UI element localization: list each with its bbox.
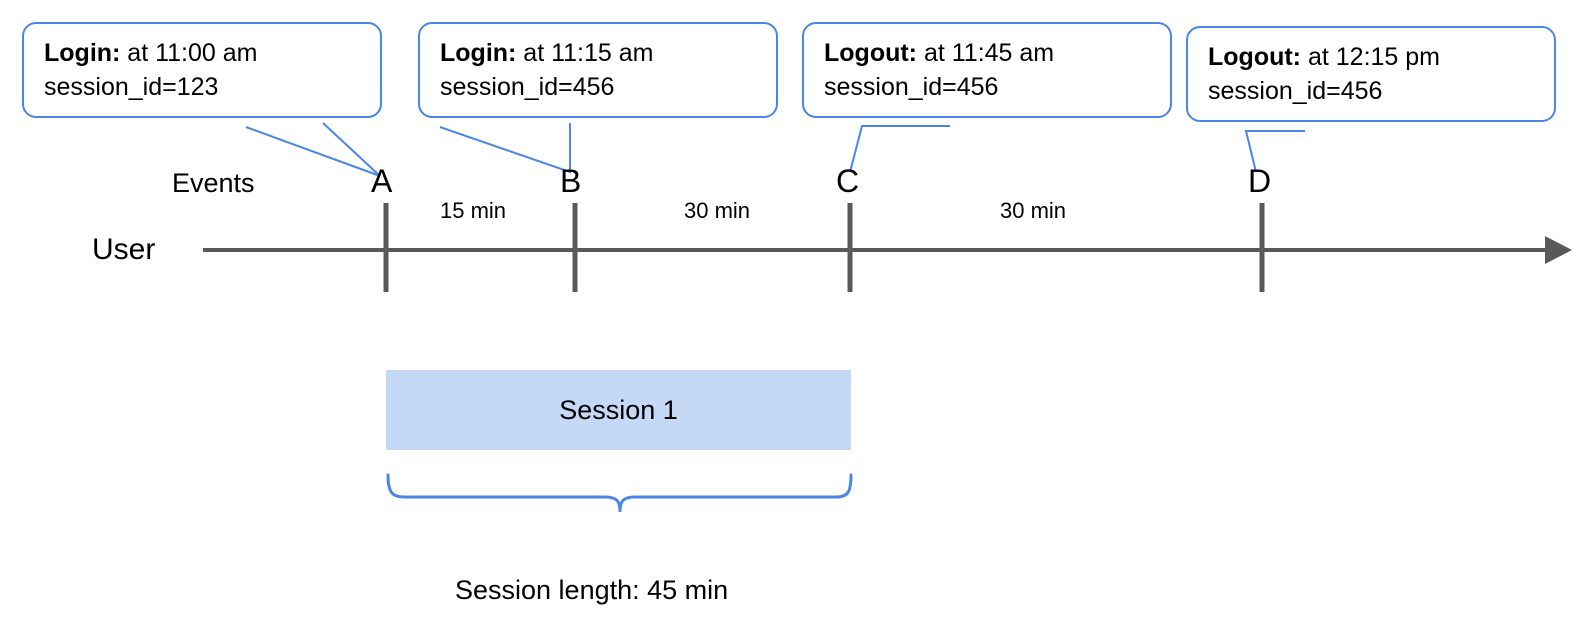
callout-c-time: at 11:45 am bbox=[917, 39, 1055, 67]
callout-b-line1: Login: at 11:15 am bbox=[440, 39, 653, 67]
event-letter-c: C bbox=[836, 163, 860, 199]
timeline-arrowhead bbox=[1545, 236, 1572, 264]
callout-d-label: Logout: bbox=[1208, 43, 1302, 71]
interval-label-c-d: 30 min bbox=[1000, 198, 1067, 223]
row-label-user: User bbox=[92, 233, 156, 266]
callout-b-label: Login: bbox=[440, 39, 517, 67]
session-length-caption: Session length: 45 min bbox=[455, 575, 729, 605]
callout-a-time: at 11:00 am bbox=[120, 39, 258, 67]
callout-c: Logout: at 11:45 am session_id=456 bbox=[802, 22, 1172, 118]
event-letter-a: A bbox=[371, 163, 393, 199]
callout-tail-a bbox=[245, 122, 381, 177]
callout-a-detail: session_id=123 bbox=[44, 73, 219, 101]
event-letter-b: B bbox=[560, 163, 582, 199]
callout-tail-c bbox=[849, 125, 950, 173]
callout-c-label: Logout: bbox=[824, 39, 918, 67]
callout-b-time: at 11:15 am bbox=[516, 39, 654, 67]
session-brace bbox=[386, 473, 853, 513]
callout-c-detail: session_id=456 bbox=[824, 73, 999, 101]
callout-d: Logout: at 12:15 pm session_id=456 bbox=[1186, 26, 1556, 122]
callout-d-time: at 12:15 pm bbox=[1301, 43, 1440, 71]
callout-a-label: Login: bbox=[44, 39, 121, 67]
callout-a: Login: at 11:00 am session_id=123 bbox=[22, 22, 382, 118]
row-label-events: Events bbox=[172, 168, 255, 198]
callout-c-line1: Logout: at 11:45 am bbox=[824, 39, 1054, 67]
callout-a-line1: Login: at 11:00 am bbox=[44, 39, 257, 67]
callout-tail-b bbox=[439, 123, 571, 174]
event-letter-d: D bbox=[1248, 163, 1272, 199]
callout-tail-d bbox=[1244, 130, 1305, 173]
interval-label-a-b: 15 min bbox=[440, 198, 507, 223]
session-bar: Session 1 bbox=[386, 370, 851, 450]
callout-d-line1: Logout: at 12:15 pm bbox=[1208, 43, 1440, 71]
interval-label-b-c: 30 min bbox=[684, 198, 751, 223]
callout-b-detail: session_id=456 bbox=[440, 73, 615, 101]
callout-d-detail: session_id=456 bbox=[1208, 77, 1383, 105]
callout-b: Login: at 11:15 am session_id=456 bbox=[418, 22, 778, 118]
session-bar-label: Session 1 bbox=[559, 394, 678, 425]
